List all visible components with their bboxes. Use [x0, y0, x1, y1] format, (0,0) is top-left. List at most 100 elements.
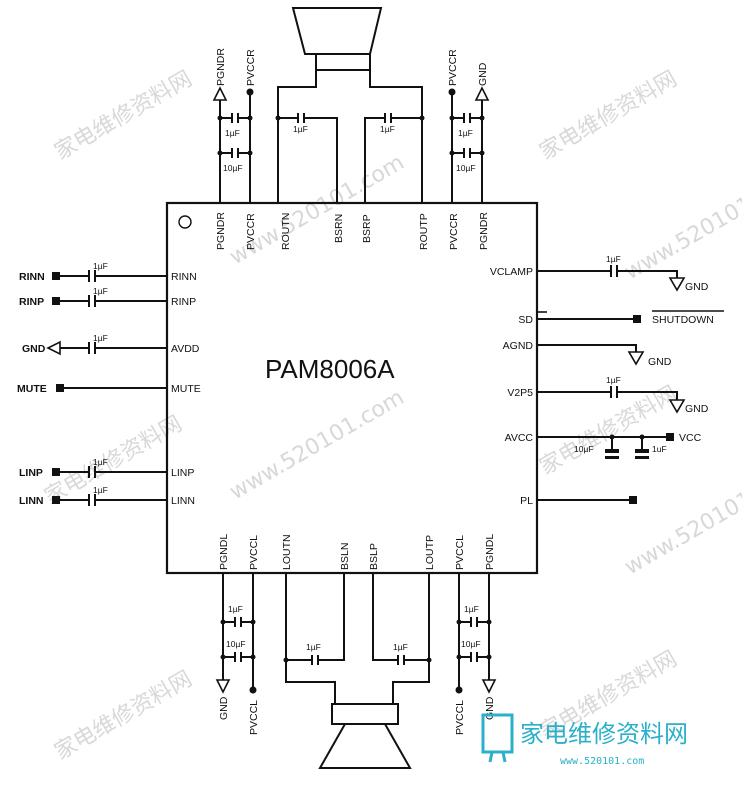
pin-label: PVCCR — [448, 213, 460, 250]
net-label: LINN — [19, 495, 44, 507]
net-label: GND — [218, 696, 230, 720]
pin-label: V2P5 — [507, 387, 533, 399]
pin-label: MUTE — [171, 383, 201, 395]
gnd-triangle-icon — [668, 399, 686, 414]
wiring — [58, 7, 678, 769]
gnd-arrow-icon — [212, 86, 228, 101]
cap-label: 1µF — [93, 286, 108, 296]
pin-label: ROUTN — [280, 213, 292, 250]
watermark-url: www.520101.com — [621, 165, 742, 285]
pin-label: PVCCR — [245, 213, 257, 250]
bottom-pin-labels: PGNDL PVCCL LOUTN BSLN BSLP LOUTP PVCCL … — [218, 534, 496, 570]
cap-label: 1µF — [93, 457, 108, 467]
net-label: PVCCL — [248, 700, 260, 735]
chip-name: PAM8006A — [265, 354, 395, 384]
site-logo: 家电维修资料网 www.520101.com — [481, 713, 688, 767]
net-label: LINP — [19, 467, 43, 479]
net-label: MUTE — [17, 383, 47, 395]
net-label: GND — [22, 343, 46, 355]
cap-label: 10µF — [226, 639, 246, 649]
cap-label: 10µF — [456, 163, 476, 173]
watermark-text: 家电维修资料网 — [51, 667, 197, 766]
pin-label: PL — [520, 495, 533, 507]
net-label: SHUTDOWN — [652, 314, 714, 326]
tv-logo-icon — [481, 713, 514, 763]
cap-label: 1µF — [458, 128, 473, 138]
pin-label: ROUTP — [418, 213, 430, 250]
pin-label: AVDD — [171, 343, 200, 355]
speaker-bottom-magnet — [331, 703, 399, 725]
logo-text: 家电维修资料网 — [520, 720, 688, 748]
pin-label: BSRP — [361, 214, 373, 243]
cap-label: 1µF — [606, 375, 621, 385]
gnd-triangle-icon — [668, 277, 686, 292]
watermark-text: 家电维修资料网 — [536, 67, 682, 166]
pin1-marker — [178, 215, 192, 229]
pin-label: LINP — [171, 467, 194, 479]
net-label: PVCCL — [454, 700, 466, 735]
right-pin-labels: VCLAMP SD AGND V2P5 AVCC PL — [490, 266, 534, 507]
watermark-url: www.520101.com — [226, 150, 409, 270]
net-label: RINN — [19, 271, 45, 283]
net-label: GND — [648, 356, 672, 368]
pin-label: LINN — [171, 495, 195, 507]
watermark-text: 家电维修资料网 — [41, 412, 187, 511]
pin-label: BSLP — [368, 543, 380, 570]
net-label: GND — [685, 403, 709, 415]
logo-url: www.520101.com — [560, 756, 644, 767]
cap-label: 1µF — [306, 642, 321, 652]
net-label: PGNDR — [215, 48, 227, 86]
net-label: PVCCR — [447, 49, 459, 86]
cap-label: 1µF — [93, 333, 108, 343]
net-label: VCC — [679, 432, 702, 444]
gnd-arrow-icon — [46, 340, 61, 356]
cap-label: 1µF — [393, 642, 408, 652]
ground-symbols — [46, 86, 724, 694]
pin-label: LOUTP — [424, 535, 436, 570]
cap-label: 1µF — [93, 485, 108, 495]
pin-label: VCLAMP — [490, 266, 533, 278]
pin-label: PGNDL — [484, 534, 496, 570]
cap-labels: 1µF 10µF 1µF 1µF 1µF 10µF 1µF 1µF 1µF 1µ… — [93, 124, 667, 652]
watermark-url: www.520101.com — [621, 460, 742, 580]
cap-label: 1µF — [464, 604, 479, 614]
cap-label: 1µF — [225, 128, 240, 138]
speaker-bottom-cone — [318, 723, 412, 769]
pin-label: PGNDR — [478, 212, 490, 250]
left-pin-labels: RINN RINP AVDD MUTE LINP LINN — [171, 271, 201, 507]
watermark-url: www.520101.com — [226, 385, 409, 505]
cap-label: 1uF — [652, 444, 667, 454]
cap-label: 10µF — [574, 444, 594, 454]
watermark-text: 家电维修资料网 — [536, 382, 682, 481]
cap-label: 10µF — [461, 639, 481, 649]
pin-label: RINN — [171, 271, 197, 283]
pin-label: PGNDR — [215, 212, 227, 250]
top-pin-labels: PGNDR PVCCR ROUTN BSRN BSRP ROUTP PVCCR … — [215, 212, 490, 250]
watermark-text: 家电维修资料网 — [51, 67, 197, 166]
net-label: PVCCR — [245, 49, 257, 86]
cap-label: 1µF — [93, 261, 108, 271]
pin-label: BSLN — [339, 543, 351, 570]
gnd-arrow-icon — [215, 679, 231, 694]
pin-label: LOUTN — [281, 534, 293, 570]
cap-label: 1µF — [228, 604, 243, 614]
cap-label: 10µF — [223, 163, 243, 173]
net-label: RINP — [19, 296, 44, 308]
cap-label: 1µF — [606, 254, 621, 264]
pin-label: RINP — [171, 296, 196, 308]
pin-label: PGNDL — [218, 534, 230, 570]
gnd-arrow-icon — [481, 679, 497, 694]
gnd-triangle-icon — [627, 351, 645, 366]
net-label: GND — [685, 281, 709, 293]
speaker-top-magnet — [315, 53, 371, 71]
pin-label: BSRN — [333, 214, 345, 243]
pin-label: AGND — [503, 340, 534, 352]
chip-body — [165, 201, 539, 575]
pin-label: PVCCL — [248, 535, 260, 570]
cap-label: 1µF — [380, 124, 395, 134]
terminals — [52, 88, 674, 694]
pin-label: AVCC — [505, 432, 534, 444]
net-label: GND — [477, 62, 489, 86]
cap-label: 1µF — [293, 124, 308, 134]
